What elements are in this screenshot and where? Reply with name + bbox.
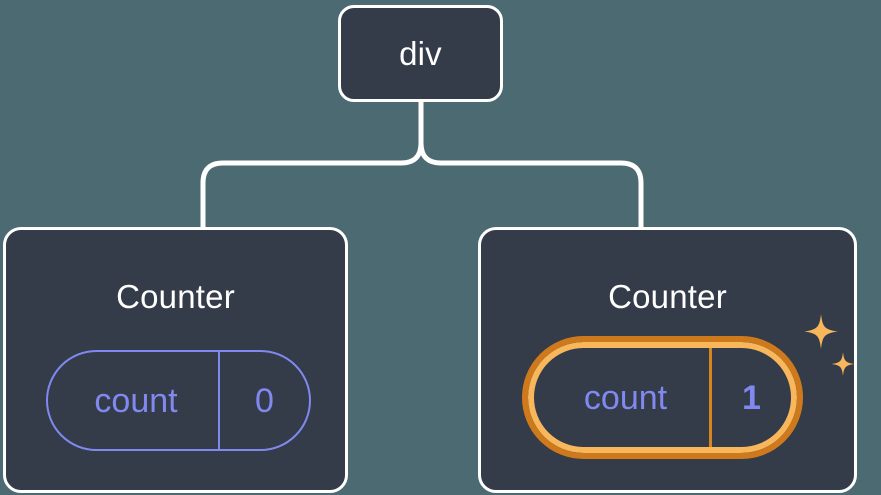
node-counter-right[interactable]: Counter count 1 <box>478 227 857 493</box>
state-pill-highlight-ring: count 1 <box>528 342 797 453</box>
state-pill-count-left[interactable]: count 0 <box>46 350 311 451</box>
state-value-left: 0 <box>255 381 274 420</box>
node-counter-left[interactable]: Counter count 0 <box>3 227 348 493</box>
node-counter-right-label: Counter <box>608 278 727 315</box>
node-root-label: div <box>399 35 442 72</box>
state-pill-count-right[interactable]: count 1 <box>522 336 803 459</box>
node-counter-left-label: Counter <box>116 278 235 315</box>
connector-to-left-child <box>200 140 424 230</box>
connector-to-right-child <box>418 140 644 230</box>
state-key-right: count <box>534 348 712 447</box>
node-root-div[interactable]: div <box>338 5 503 102</box>
state-key-left: count <box>48 352 220 449</box>
state-value-right: 1 <box>742 378 761 417</box>
